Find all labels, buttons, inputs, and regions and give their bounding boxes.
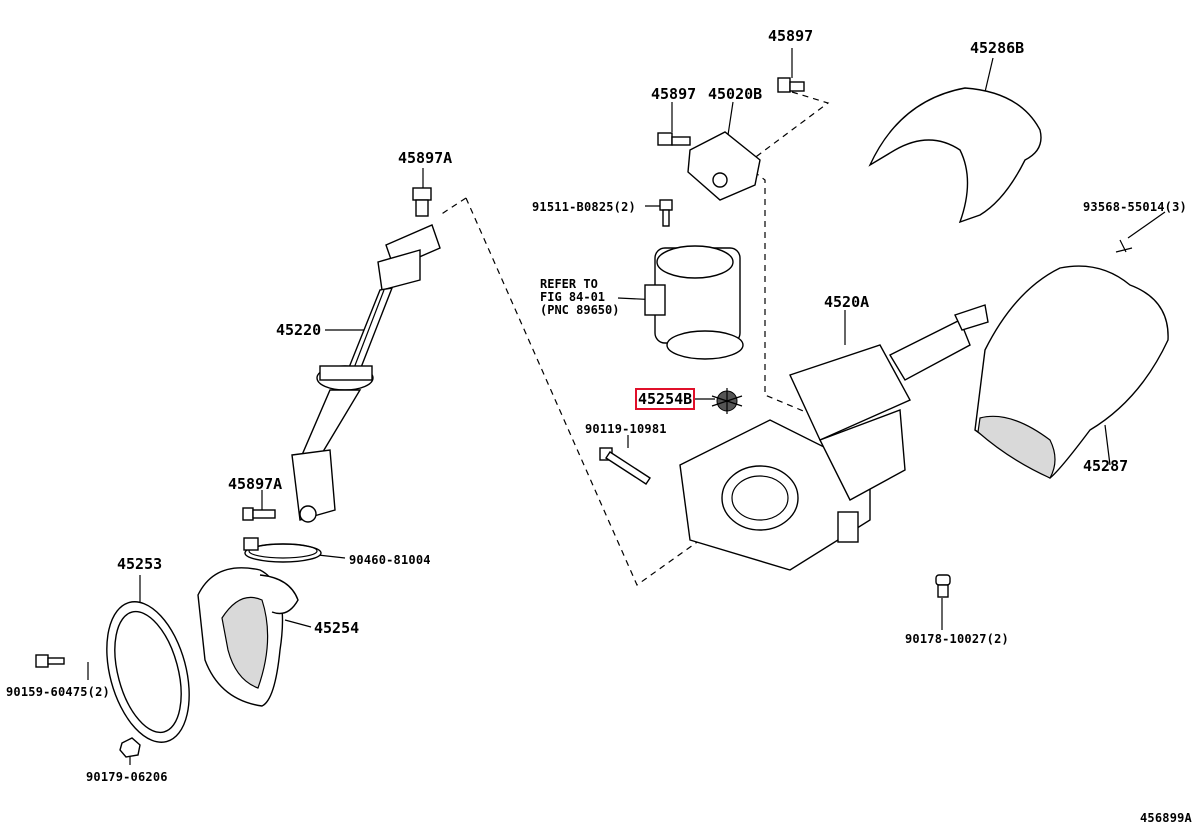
- nut-90179: [119, 737, 141, 758]
- lower-cover-45287: [974, 265, 1169, 479]
- refer-note: REFER TO FIG 84-01 (PNC 89650): [540, 277, 620, 317]
- bolt-90159: [35, 654, 65, 668]
- label-4520a[interactable]: 4520A: [824, 293, 870, 311]
- hose-clamp: [243, 537, 322, 563]
- screw-93568: [1115, 239, 1133, 253]
- label-45897-top[interactable]: 45897: [768, 27, 814, 45]
- cover-plate-45253: [106, 601, 190, 743]
- label-91511-b0825[interactable]: 91511-B0825(2): [532, 200, 636, 214]
- spring-45254b: [711, 388, 743, 414]
- label-90159-60475[interactable]: 90159-60475(2): [6, 685, 110, 699]
- label-45020b[interactable]: 45020B: [708, 85, 763, 103]
- bolt-91511: [659, 199, 673, 227]
- label-45220[interactable]: 45220: [276, 321, 322, 339]
- label-45254b[interactable]: 45254B: [634, 388, 696, 410]
- label-45286b[interactable]: 45286B: [970, 39, 1025, 57]
- label-45897a-top[interactable]: 45897A: [398, 149, 453, 167]
- label-90179-06206[interactable]: 90179-06206: [86, 770, 168, 784]
- label-93568-55014[interactable]: 93568-55014(3): [1083, 200, 1187, 214]
- steering-column-4520a: [679, 304, 989, 571]
- bracket-45020b: [687, 131, 761, 201]
- label-45897a-lower[interactable]: 45897A: [228, 475, 283, 493]
- motor-assembly: [644, 245, 744, 360]
- upper-cover-45286b: [868, 87, 1042, 224]
- diagram-id: 456899A: [1140, 811, 1192, 825]
- clip-90178: [935, 574, 951, 598]
- label-45287[interactable]: 45287: [1083, 457, 1129, 475]
- bolt-45897-mid: [657, 132, 691, 146]
- label-45897-mid[interactable]: 45897: [651, 85, 697, 103]
- label-45253[interactable]: 45253: [117, 555, 163, 573]
- bolt-45897a-top: [412, 187, 432, 217]
- dust-boot-45254: [197, 567, 299, 707]
- bolt-90119: [599, 447, 651, 485]
- label-90119-10981[interactable]: 90119-10981: [585, 422, 667, 436]
- bolt-45897a-lower: [242, 507, 276, 521]
- intermediate-shaft: [291, 224, 441, 523]
- label-90178-10027[interactable]: 90178-10027(2): [905, 632, 1009, 646]
- bolt-45897-top: [777, 77, 805, 93]
- label-45254[interactable]: 45254: [314, 619, 360, 637]
- label-90460-81004[interactable]: 90460-81004: [349, 553, 431, 567]
